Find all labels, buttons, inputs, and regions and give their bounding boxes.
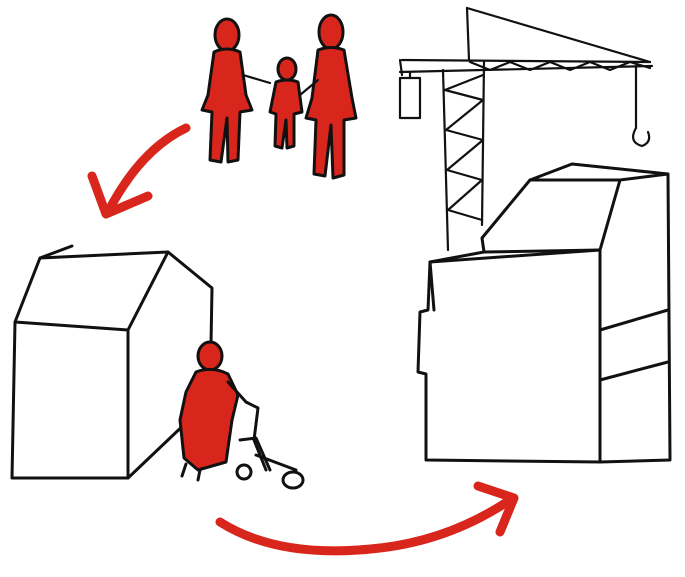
arrow-family-to-house bbox=[92, 128, 186, 214]
arrow-house-to-building bbox=[220, 486, 514, 551]
adult-figure-left bbox=[202, 19, 270, 162]
child-figure bbox=[270, 58, 302, 148]
adult-figure-right bbox=[300, 15, 356, 178]
construction-crane bbox=[400, 8, 652, 250]
person-with-walker bbox=[180, 342, 303, 488]
family-figures bbox=[202, 15, 356, 178]
large-apartment-building bbox=[418, 164, 670, 462]
